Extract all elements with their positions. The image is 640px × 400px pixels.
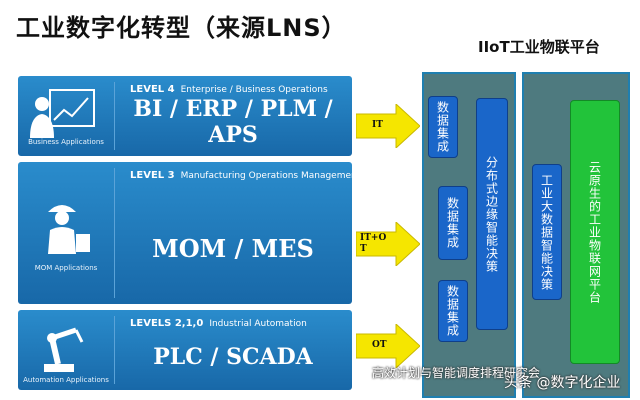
level-2-1-0-panel: Automation Applications LEVELS 2,1,0 Indu… [18,310,352,390]
level-2-1-0-divider [114,316,115,384]
it-arrow-label: IT [372,120,383,130]
ot-arrow-label: OT [372,340,387,350]
level-3-divider [114,168,115,298]
level-2-1-0-description: Industrial Automation [209,319,307,329]
robot-arm-icon [44,327,84,372]
watermark-right: 头条 @数字化企业 [504,375,621,391]
level-4-systems: BI / ERP / PLM / APS [133,96,333,148]
ot-arrow: OT [355,322,421,372]
level-2-1-0-header: LEVELS 2,1,0 Industrial Automation [130,318,307,329]
page-title: 工业数字化转型（来源LNS） [16,14,347,42]
business-chart-icon [30,89,95,138]
it-ot-arrow-label: IT+O T [360,233,387,254]
right-arrow-icon [355,102,421,150]
level-4-icon-label: Business Applications [28,138,104,146]
level-2-1-0-systems: PLC / SCADA [153,344,313,370]
data-collection-box-3: 数据集成 [438,280,468,342]
it-arrow: IT [355,102,421,152]
bigdata-decision-box: 工业大数据智能决策 [532,164,562,300]
level-3-header: LEVEL 3 Manufacturing Operations Manageme… [130,170,360,181]
iiot-platform-title: IIoT工业物联平台 [478,38,600,56]
level-3-description: Manufacturing Operations Management [180,171,361,181]
level-4-panel: Business Applications LEVEL 4 Enterprise … [18,76,352,156]
level-4-divider [114,82,115,150]
level-2-1-0-number: LEVELS 2,1,0 [130,318,204,329]
cloud-native-platform-box: 云原生的工业物联网平台 [570,100,620,364]
edge-computing-panel: 数据集成 数据集成 数据集成 分布式边缘智能决策 [422,72,516,398]
level-3-icon-label: MOM Applications [34,264,98,272]
level-4-header: LEVEL 4 Enterprise / Business Operations [130,84,328,95]
level-3-systems: MOM / MES [152,234,314,263]
level-3-panel: MOM Applications LEVEL 3 Manufacturing Op… [18,162,360,304]
engineer-icon [48,205,90,254]
watermark-left: 高效计划与智能调度排程研究会 [372,366,541,380]
cloud-platform-panel: 工业大数据智能决策 云原生的工业物联网平台 [522,72,630,398]
data-collection-box-1: 数据集成 [428,96,458,158]
level-4-number: LEVEL 4 [130,84,175,95]
level-4-description: Enterprise / Business Operations [180,85,328,95]
level-3-number: LEVEL 3 [130,170,175,181]
it-ot-arrow: IT+O T [355,220,421,270]
data-collection-box-2: 数据集成 [438,186,468,260]
level-2-1-0-icon-label: Automation Applications [23,376,109,384]
right-arrow-icon [355,322,421,370]
edge-decision-box: 分布式边缘智能决策 [476,98,508,330]
right-arrow-icon [355,220,421,268]
